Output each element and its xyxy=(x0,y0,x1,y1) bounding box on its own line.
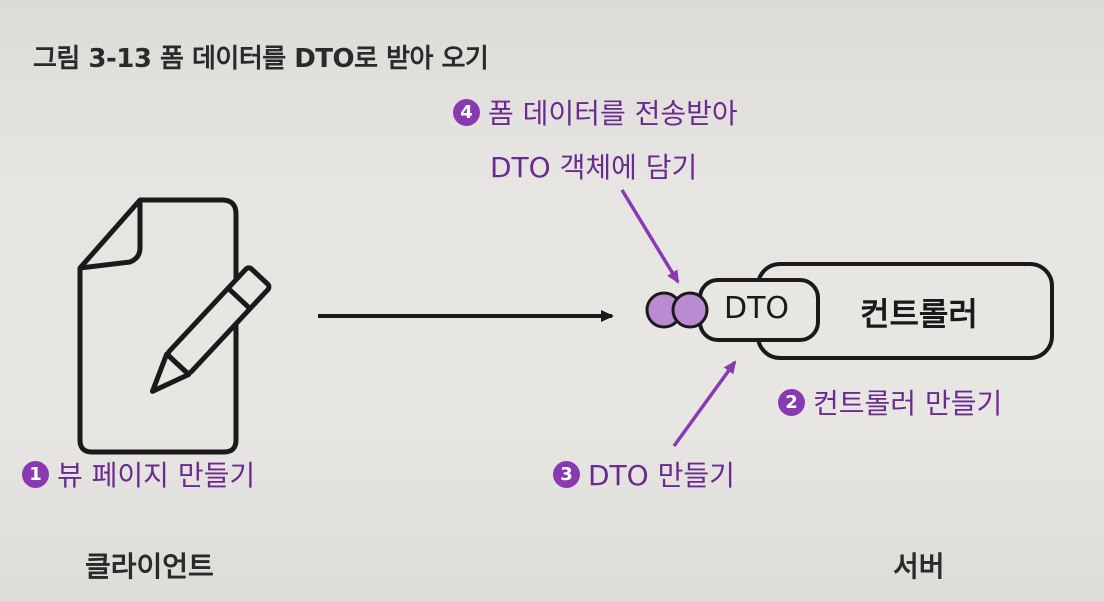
step3-annotation: 3 DTO 만들기 xyxy=(553,454,735,494)
data-circles-icon xyxy=(645,291,709,329)
figure-caption: 그림 3-13 폼 데이터를 DTO로 받아 오기 xyxy=(33,44,489,74)
dto-label: DTO xyxy=(724,291,790,326)
step2-badge: 2 xyxy=(778,388,805,416)
step3-badge: 3 xyxy=(553,460,580,488)
step4-annotation: 4 폼 데이터를 전송받아 xyxy=(453,92,738,132)
document-icon xyxy=(77,197,239,455)
step3-pointer-arrow xyxy=(672,360,737,448)
pencil-icon xyxy=(149,265,272,394)
step1-annotation: 1 뷰 페이지 만들기 xyxy=(22,454,255,494)
step3-text: DTO 만들기 xyxy=(588,459,735,492)
controller-label: 컨트롤러 xyxy=(860,295,978,333)
step1-badge: 1 xyxy=(22,460,49,488)
step4-text-line2: DTO 객체에 담기 xyxy=(490,151,698,184)
step4-pointer-arrow xyxy=(620,189,680,284)
step2-text: 컨트롤러 만들기 xyxy=(813,387,1003,420)
step2-annotation: 2 컨트롤러 만들기 xyxy=(778,382,1002,422)
client-label: 클라이언트 xyxy=(85,550,214,583)
step1-text: 뷰 페이지 만들기 xyxy=(57,459,256,492)
server-label: 서버 xyxy=(893,550,945,583)
step4-badge: 4 xyxy=(453,98,480,126)
step4-text-line1: 폼 데이터를 전송받아 xyxy=(488,97,738,130)
